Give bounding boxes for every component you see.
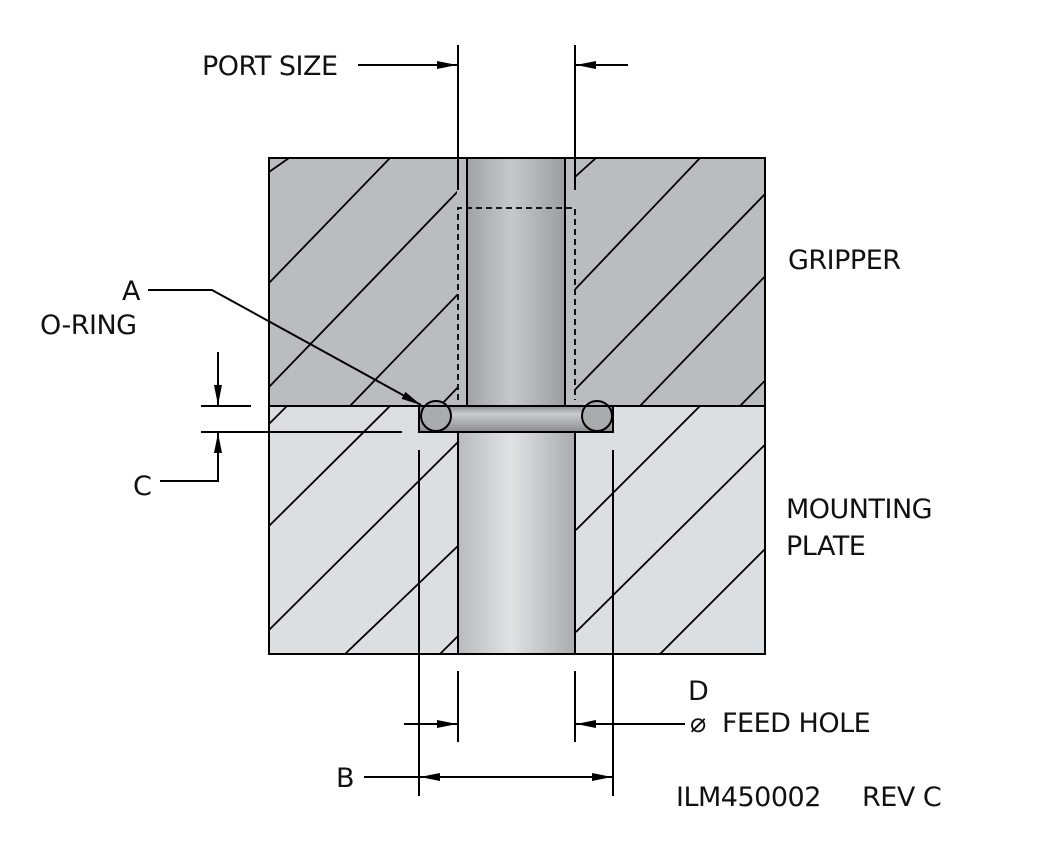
o-ring-right-section <box>581 400 613 432</box>
mounting-plate-hatch-left <box>269 406 458 654</box>
port-bore <box>467 158 565 406</box>
b-label: B <box>336 763 354 794</box>
hidden-counterbore-line <box>457 207 576 400</box>
feed-hole-bore <box>458 432 575 654</box>
o-ring-callout: A O-RING <box>40 276 422 406</box>
gripper-hatch-right <box>575 158 765 406</box>
c-arrow-bottom <box>160 433 222 482</box>
mounting-plate-body <box>268 400 766 655</box>
a-label: A <box>122 276 141 307</box>
port-size-dimension: PORT SIZE <box>202 45 628 190</box>
drawing-revision: REV C <box>862 782 941 813</box>
d-feed-hole-dimension: D ⌀ FEED HOLE <box>404 671 871 742</box>
o-ring-leader <box>148 289 422 406</box>
mounting-plate-label-line1: MOUNTING <box>786 494 932 525</box>
gripper-body <box>268 157 766 407</box>
drawing-number: ILM450002 <box>676 782 821 813</box>
o-ring-label: O-RING <box>40 310 137 341</box>
b-dimension: B <box>336 450 614 796</box>
c-label: C <box>133 471 151 502</box>
d-label: D <box>688 676 708 707</box>
o-ring-left-section <box>420 400 452 432</box>
diameter-symbol-icon: ⌀ <box>690 708 706 739</box>
port-size-label: PORT SIZE <box>202 51 338 82</box>
feed-hole-label: FEED HOLE <box>722 708 870 739</box>
mounting-plate-label-line2: PLATE <box>786 531 865 562</box>
gripper-label: GRIPPER <box>788 245 901 276</box>
gripper-hatch-left <box>269 158 457 406</box>
c-dimension: C <box>133 352 402 502</box>
